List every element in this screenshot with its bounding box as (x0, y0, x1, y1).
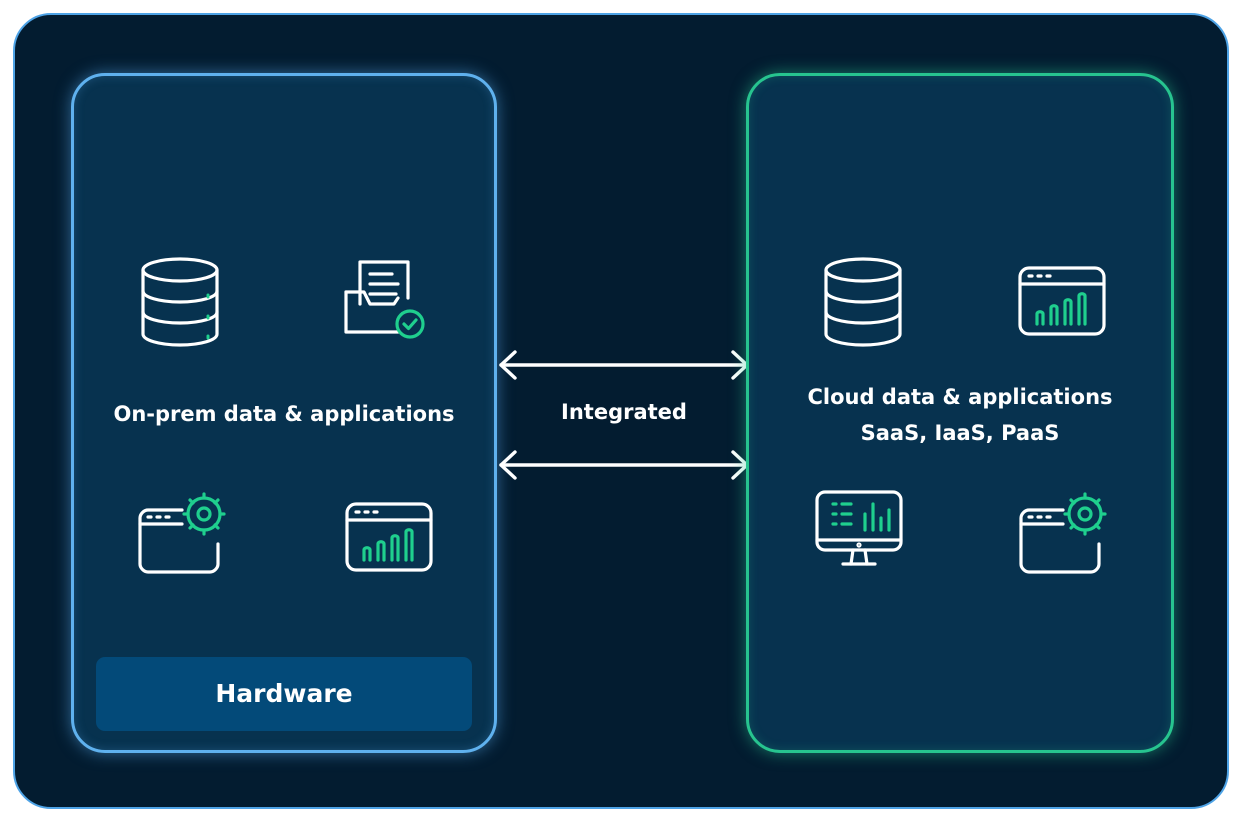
double-arrow-bottom (499, 450, 749, 480)
browser-gear-icon (132, 482, 228, 578)
browser-gear-icon (1013, 482, 1109, 578)
database-icon (132, 254, 228, 350)
browser-chart-icon (340, 482, 436, 578)
database-icon (815, 254, 911, 350)
document-tray-check-icon (338, 254, 434, 350)
cloud-title-line1: Cloud data & applications (807, 385, 1113, 409)
hardware-bar: Hardware (96, 657, 472, 731)
cloud-panel: Cloud data & applications SaaS, IaaS, Pa… (746, 73, 1174, 753)
diagram-frame: On-prem data & applications (13, 13, 1229, 809)
onprem-title: On-prem data & applications (113, 402, 455, 426)
monitor-dashboard-icon (811, 482, 907, 578)
cloud-title: Cloud data & applications SaaS, IaaS, Pa… (749, 379, 1171, 451)
cloud-title-line2: SaaS, IaaS, PaaS (860, 421, 1060, 445)
browser-chart-icon (1013, 254, 1109, 350)
integrated-label: Integrated (561, 400, 687, 424)
double-arrow-top (499, 350, 749, 380)
onprem-panel: On-prem data & applications (71, 73, 497, 753)
